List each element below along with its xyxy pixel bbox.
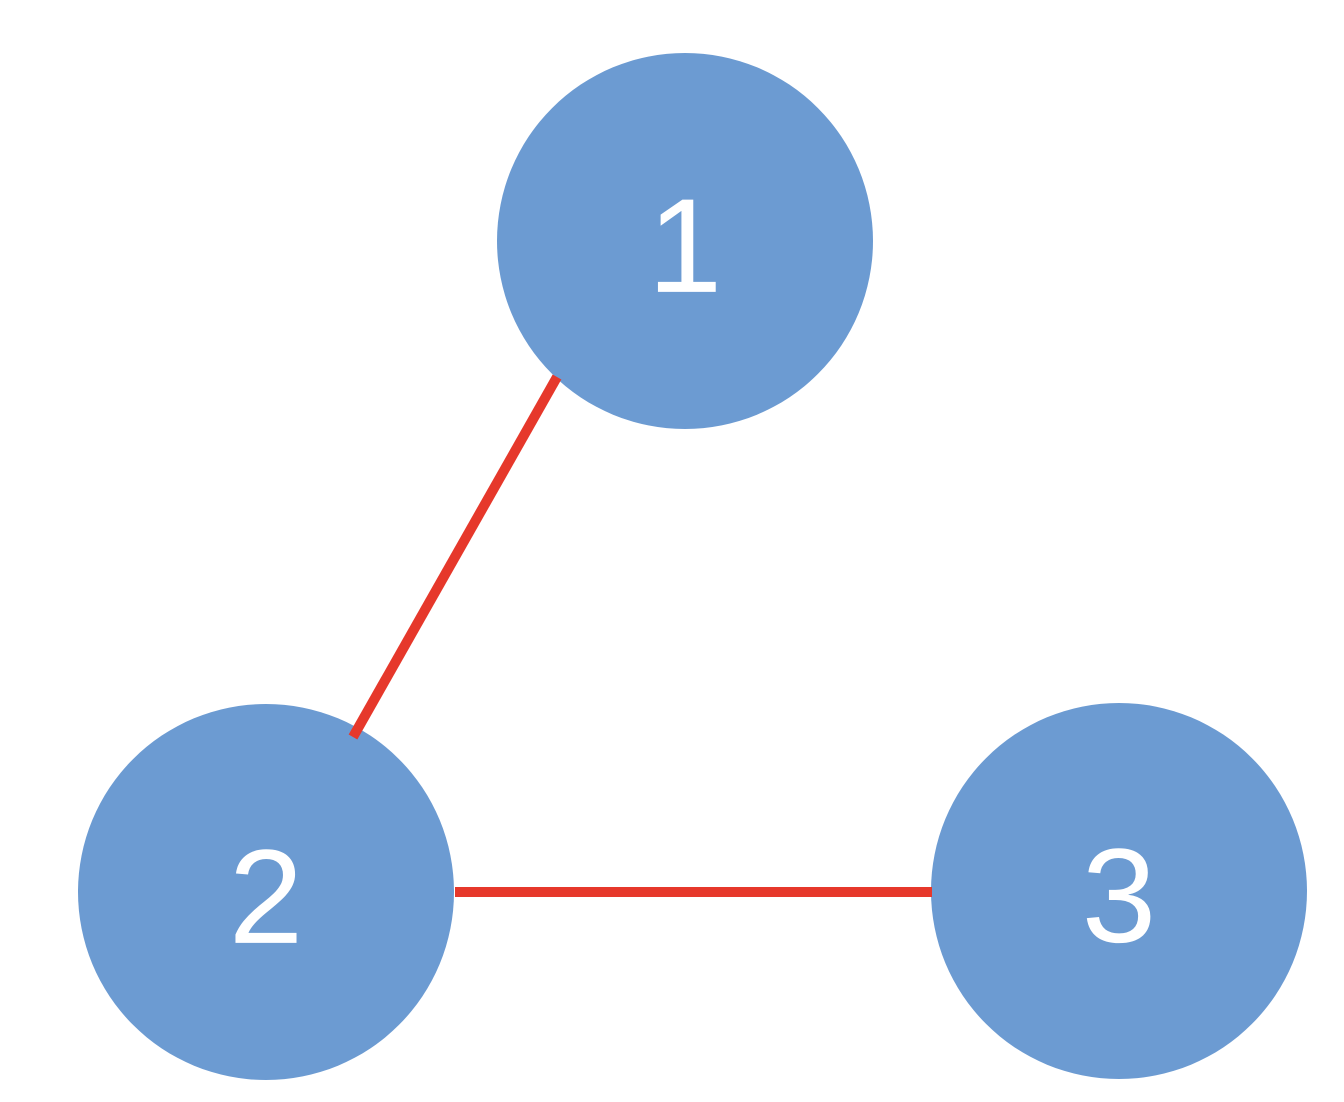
node-circle-1[interactable] — [497, 53, 873, 429]
node-2[interactable]: 2 — [78, 704, 454, 1080]
edge-1-2[interactable] — [348, 374, 562, 740]
node-label-1: 1 — [648, 172, 723, 321]
node-circle-2[interactable] — [78, 704, 454, 1080]
node-circle-3[interactable] — [931, 703, 1307, 1079]
node-label-2: 2 — [229, 823, 304, 972]
node-3[interactable]: 3 — [931, 703, 1307, 1079]
node-label-3: 3 — [1082, 822, 1157, 971]
node-1[interactable]: 1 — [497, 53, 873, 429]
